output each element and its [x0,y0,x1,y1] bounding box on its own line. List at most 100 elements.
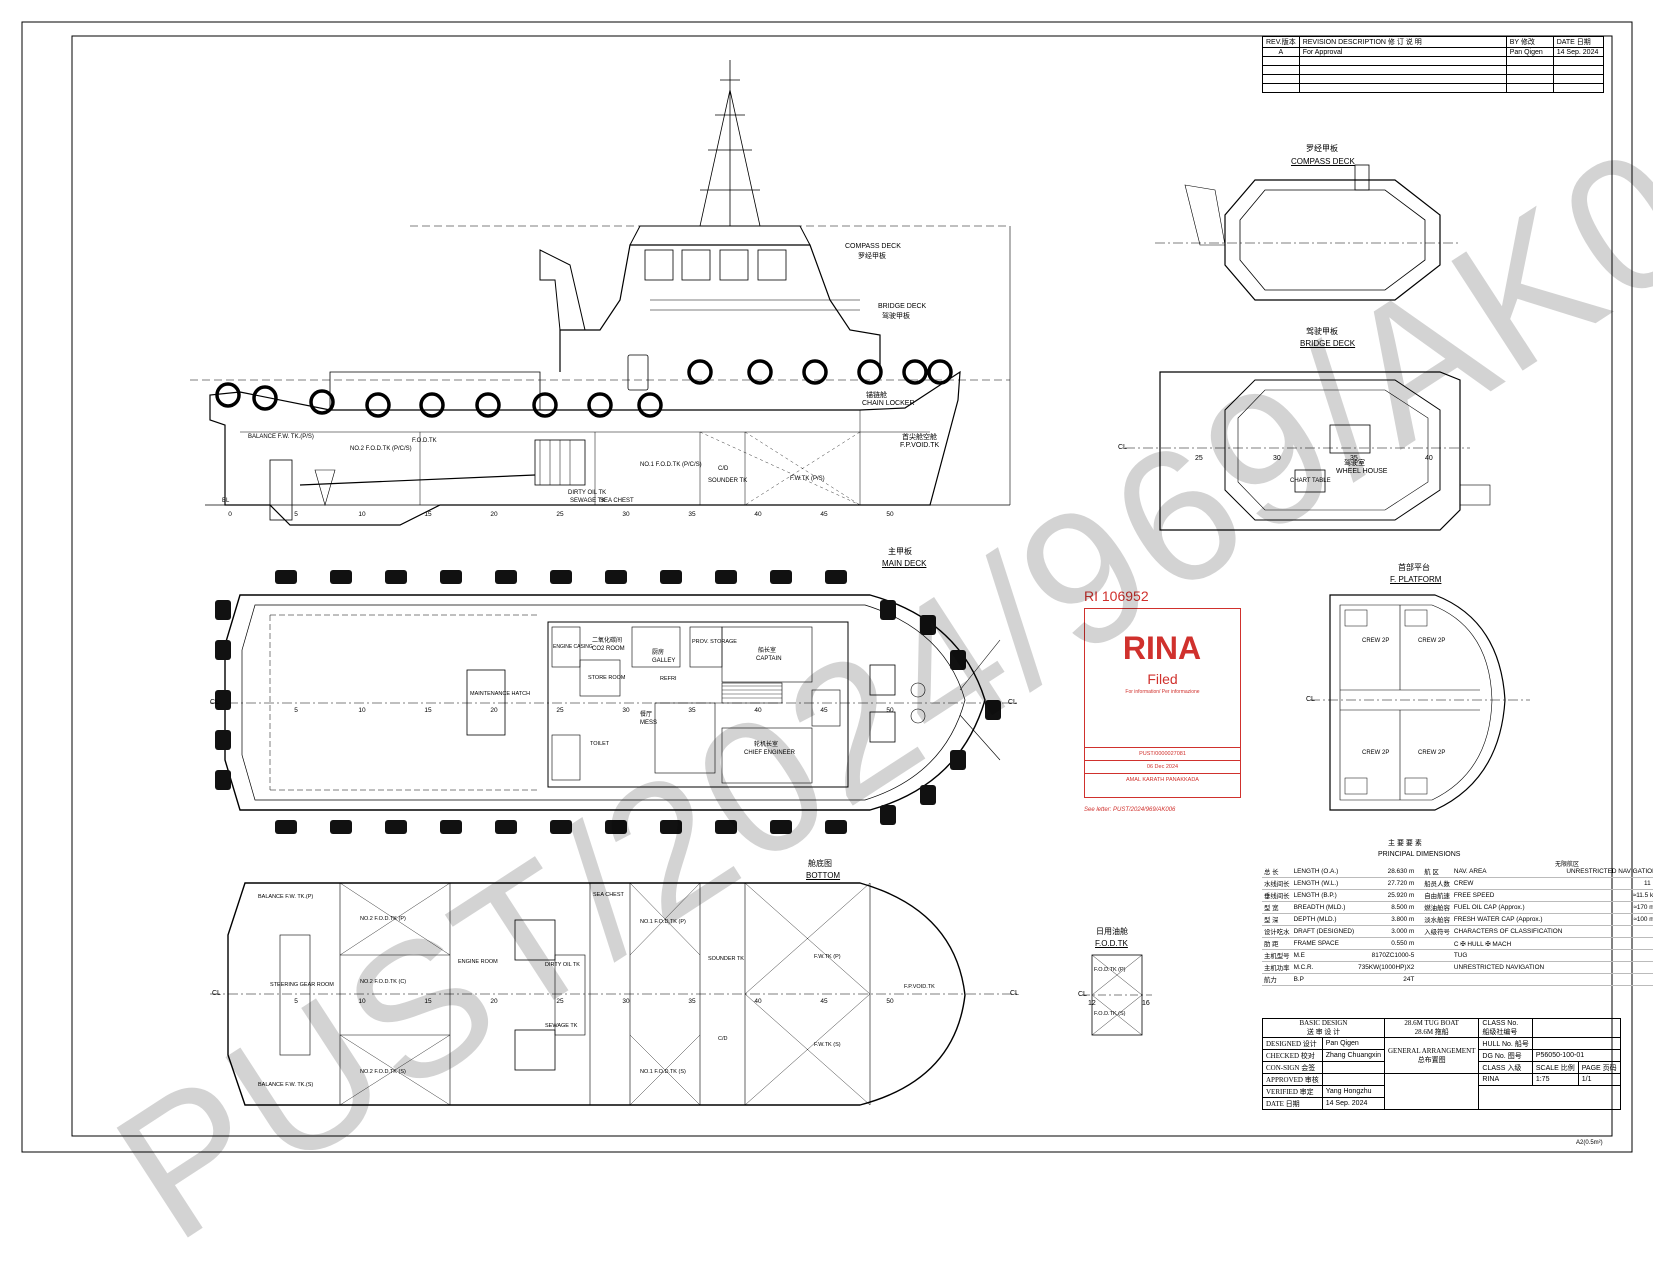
fod-frame-16: 16 [1142,1000,1150,1007]
dim-right-cn: 入级符号 [1416,925,1452,938]
profile-frame-35: 35 [688,511,696,518]
class-value: RINA [1478,1073,1533,1086]
fender-block [880,600,896,620]
bottom-fpvoid-label: F.P.VOID.TK [904,984,935,990]
profile-frame-25: 25 [556,511,564,518]
bottom-hull [227,882,966,1106]
by-cell: Pan Qigen [1505,47,1554,57]
bottom-frame-45: 45 [820,998,828,1005]
main-frame-5: 5 [294,707,298,714]
designed-value: Pan Qigen [1321,1037,1385,1050]
bottom-cl-label-right: CL [1010,990,1019,997]
profile-frame-20: 20 [490,511,498,518]
fender-block [715,820,737,834]
compass-deck-title-cn: 罗经甲板 [1306,144,1338,153]
dim-right-label: FRESH WATER CAP (Approx.) [1451,913,1565,926]
fod-frame-12: 12 [1088,1000,1096,1007]
dim-left-cn: 垂线间长 [1262,889,1292,902]
paper-size: A2(0.5m²) [1576,1140,1603,1146]
dim-right-label: NAV. AREA [1451,866,1565,878]
revision-table: REV.版本 REVISION DESCRIPTION 修 订 说 明 BY 修… [1262,36,1605,93]
fender-tyre [419,392,445,418]
bottom-fw-s: F.W.TK (S) [814,1042,841,1048]
profile-frame-40: 40 [754,511,762,518]
fender-block [330,820,352,834]
principal-dimensions-title-cn: 主 要 要 素 [1388,840,1422,847]
class-no-value [1531,1018,1621,1038]
bottom-frame-5: 5 [294,998,298,1005]
profile-compass-deck-label: COMPASS DECK [845,243,901,250]
profile-fenders [215,359,953,418]
dim-left-value: 8.500 m [1356,901,1417,914]
chief-engineer-label: CHIEF ENGINEER [744,750,796,756]
fender-block [825,820,847,834]
fpvoid-label: F.P.VOID.TK [900,442,940,449]
dim-right-label: C ✠ HULL ✠ MACH [1451,937,1565,950]
fender-tyre [902,359,928,385]
dwg-no-value: P56050-100-01 [1531,1049,1621,1062]
fender-block [950,750,966,770]
steering-gear-label: STEERING GEAR ROOM [270,982,334,988]
basic-design: BASIC DESIGN [1299,1019,1348,1027]
crew-room-label: CREW 2P [1418,750,1446,756]
dim-left-value: 27.720 m [1356,877,1417,890]
fender-block [440,570,462,584]
fender-block [920,785,936,805]
main-frame-50: 50 [886,707,894,714]
profile-bridge-deck-label: BRIDGE DECK [878,303,927,310]
verified-value: Yang Hongzhu [1321,1085,1385,1098]
fender-block [605,820,627,834]
bridge-deck-plan [1125,371,1491,531]
dim-left-label: M.E [1291,949,1357,962]
rina-logo: RINA [1123,630,1201,666]
dim-left-cn: 主机型号 [1262,949,1292,962]
fender-tyre [587,392,613,418]
toilet-label: TOILET [590,741,610,747]
fender-tyre [309,389,335,415]
vessel-name: 28.6M TUG BOAT [1404,1019,1459,1027]
main-frame-15: 15 [424,707,432,714]
profile-frame-10: 10 [358,511,366,518]
scale-label: SCALE 比例 [1531,1061,1579,1074]
bottom-sewage-label: SEWAGE TK [545,1023,578,1029]
fender-block [385,570,407,584]
bottom-no2-fo-p: NO.2 F.O.D.TK (P) [360,916,406,922]
revision-empty-row [1262,74,1605,84]
bottom-fw-p: F.W.TK (P) [814,954,841,960]
mast [699,60,761,227]
fpvoid-label-cn: 首尖舱空舱 [902,434,937,441]
wheel-house-label: WHEEL HOUSE [1336,468,1388,475]
main-frame-30: 30 [622,707,630,714]
rev-cell: A [1262,47,1300,57]
dim-left-value: 25.920 m [1356,889,1417,902]
profile-frame-50: 50 [886,511,894,518]
fod-cl-label: CL [1078,991,1087,998]
f-platform-title: F. PLATFORM [1390,575,1442,584]
dim-left-value: 0.550 m [1356,937,1417,950]
profile-balance-fw-label: BALANCE F.W. TK.(P/S) [248,434,314,440]
dim-right-cn [1416,973,1452,986]
profile-no2-fo-label: NO.2 F.O.D.TK (P/C/S) [350,446,412,452]
revision-row: A For Approval Pan Qigen 14 Sep. 2024 [1262,47,1605,57]
mess-label: MESS [640,720,658,726]
main-deck-fenders [215,570,1001,834]
bottom-plan [210,882,1020,1106]
bottom-frame-30: 30 [622,998,630,1005]
dim-left-cn: 型 深 [1262,913,1292,926]
hull-no-label: HULL No. 船号 [1478,1037,1533,1050]
dim-right-value: ≈11.5 kn [1564,889,1653,902]
fender-block [660,570,682,584]
fender-block [215,640,231,660]
bottom-sounder-label: SOUNDER TK [708,956,744,962]
basic-design-cn: 送 审 设 计 [1306,1028,1341,1036]
dim-right-cn: 燃油舱容 [1416,901,1452,914]
date-label: DATE 日期 [1262,1097,1323,1110]
bottom-no2-fo-s: NO.2 F.O.D.TK (S) [360,1069,406,1075]
bottom-no1-fo-p: NO.1 F.O.D.TK (P) [640,919,686,925]
dim-left-label: DRAFT (DESIGNED) [1291,925,1357,938]
profile-bridge-deck-label-cn: 驾驶甲板 [882,313,910,320]
